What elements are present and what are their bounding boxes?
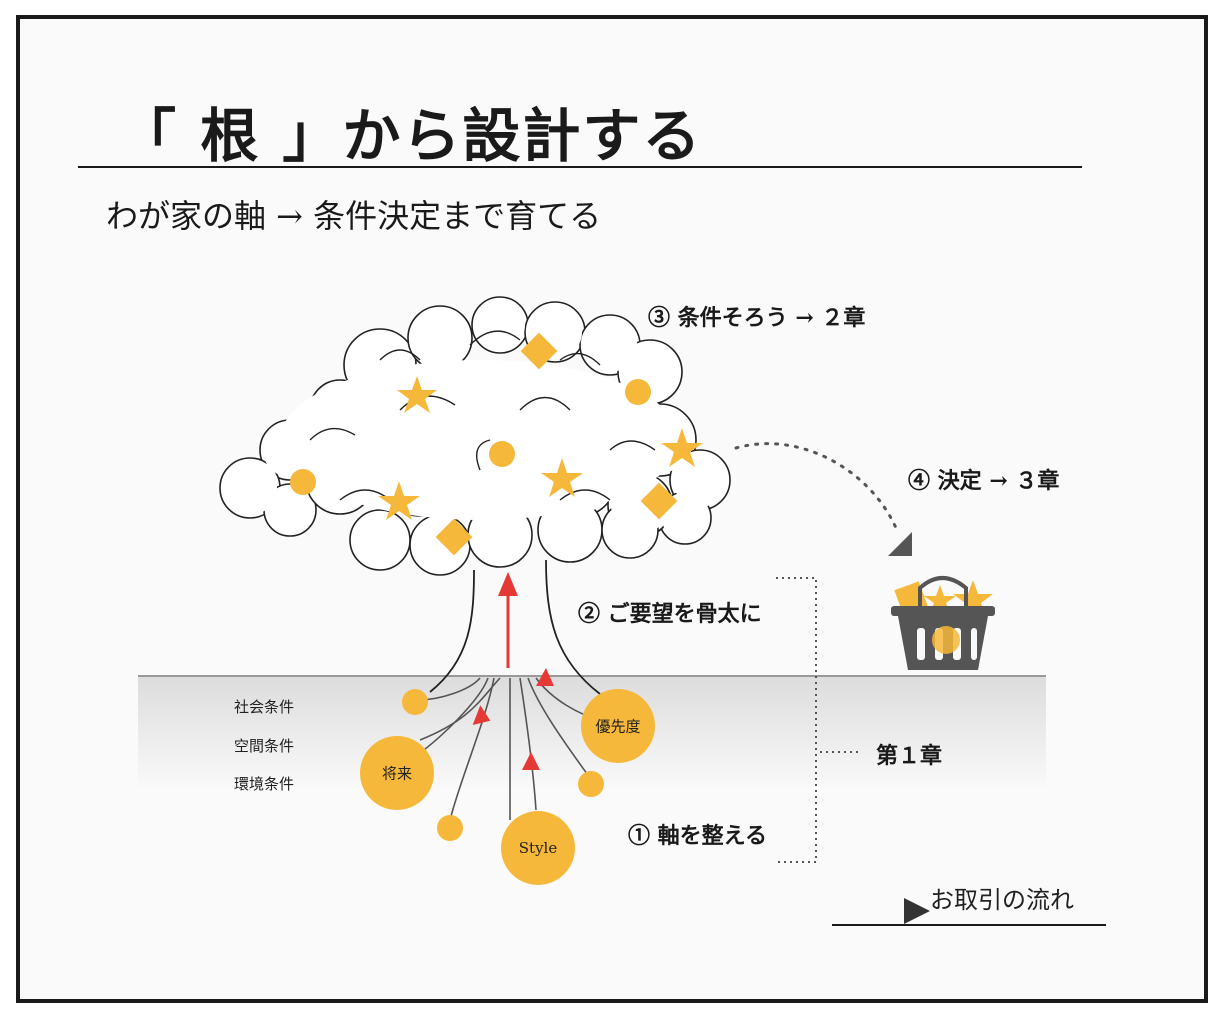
flow-link-underline	[832, 924, 1106, 926]
step3-label: ③ 条件そろう → ２章	[648, 305, 866, 331]
root-node-future	[360, 736, 434, 810]
arrow-head-icon	[888, 532, 912, 556]
star-icon	[661, 428, 703, 467]
diamond-icon	[640, 482, 678, 520]
dotted-arrow-path	[734, 442, 898, 530]
condition-environment: 環境条件	[234, 775, 295, 793]
diamond-icon	[435, 518, 473, 556]
chapter1-label: 第１章	[876, 743, 943, 769]
circle-icon	[489, 441, 515, 467]
step1-label: ① 軸を整える	[628, 823, 767, 849]
root-node-small	[578, 771, 604, 797]
trunk-right	[545, 559, 601, 695]
chapter1-bracket	[776, 577, 860, 863]
circle-icon	[625, 379, 651, 405]
trunk-left	[429, 569, 475, 693]
circle-icon	[290, 469, 316, 495]
flow-link-label: お取引の流れ	[930, 886, 1074, 914]
play-icon	[904, 898, 930, 924]
star-icon	[378, 481, 420, 520]
root-node-priority-label: 優先度	[595, 717, 641, 736]
step2-label: ② ご要望を骨太に	[578, 601, 762, 627]
root-node-priority	[581, 689, 655, 763]
diamond-icon	[520, 332, 558, 370]
page-subtitle: わが家の軸 → 条件決定まで育てる	[106, 197, 602, 235]
condition-social: 社会条件	[234, 698, 295, 716]
root-node-style-label: Style	[518, 839, 558, 857]
root-node-small	[437, 815, 463, 841]
flow-link[interactable]: お取引の流れ	[930, 880, 1074, 915]
basket-icon	[891, 576, 995, 670]
step4-label: ④ 決定 → ３章	[908, 468, 1060, 494]
root-node-style	[501, 811, 575, 885]
canopy-icons	[290, 332, 703, 556]
root-node-future-label: 将来	[381, 764, 413, 783]
star-icon	[397, 376, 437, 413]
title-underline	[78, 166, 1082, 168]
star-icon	[541, 458, 583, 497]
root-nodes	[360, 689, 655, 885]
growth-arrows	[472, 572, 554, 770]
condition-space: 空間条件	[234, 737, 295, 755]
root-node-small	[402, 689, 428, 715]
page-title: 「 根 」から設計する	[118, 102, 703, 170]
